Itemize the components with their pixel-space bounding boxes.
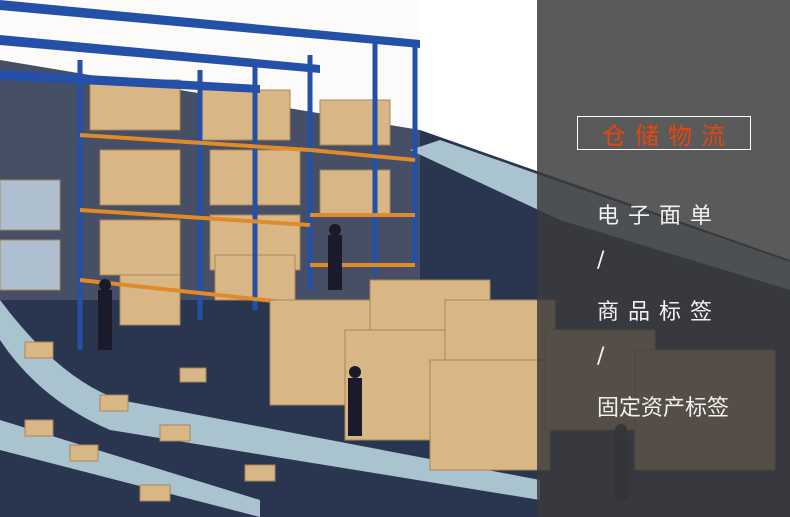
info-overlay-panel: [537, 0, 790, 517]
title-text: 仓储物流: [602, 121, 734, 150]
item-product-label: 商品标签: [597, 300, 722, 325]
title-box: 仓储物流: [577, 116, 751, 150]
conveyor-belt-lower: [0, 420, 260, 517]
separator: /: [597, 344, 605, 369]
item-fixed-asset-label: 固定资产标签: [597, 396, 730, 421]
separator: /: [597, 248, 605, 273]
conveyor-boxes: [24, 341, 276, 502]
item-electronic-waybill: 电子面单: [597, 204, 722, 229]
shelving-racks: [0, 0, 420, 350]
